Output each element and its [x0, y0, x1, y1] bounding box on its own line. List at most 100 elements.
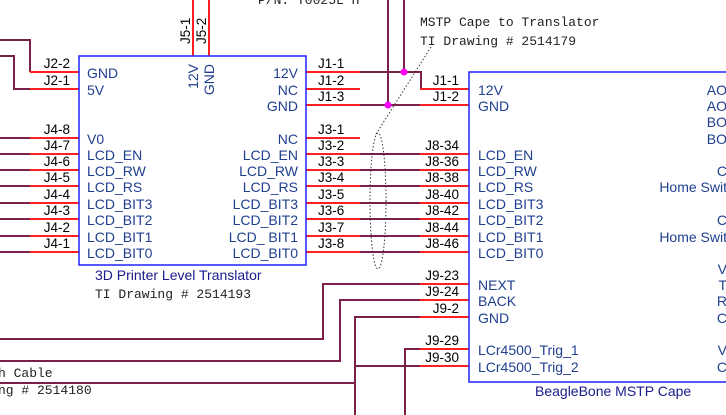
pin-name: 5V — [87, 82, 105, 98]
cape-right-pin-name: T — [718, 277, 726, 293]
pin-ref: J3-4 — [318, 170, 345, 185]
pin-ref: J1-2 — [433, 89, 459, 104]
pin-ref: J8-46 — [425, 236, 459, 251]
pin-name: LCD_EN — [243, 147, 298, 163]
cape-right-pin-name: BO — [707, 114, 726, 130]
pin-name: GND — [478, 98, 509, 114]
pin-ref: J3-2 — [318, 138, 344, 153]
pin-ref: J3-8 — [318, 236, 344, 251]
pin-ref: J4-7 — [44, 138, 70, 153]
pin-name: GND — [478, 310, 509, 326]
pin-name: NEXT — [478, 277, 516, 293]
pin-name: LCD_BIT0 — [233, 245, 299, 261]
pin-name: LCD_RW — [87, 163, 147, 179]
pin-ref: J4-2 — [44, 220, 70, 235]
pin-name: LCD_BIT3 — [233, 196, 299, 212]
cape-right-pin-name: V — [718, 261, 726, 277]
translator-drawing: TI Drawing # 2514193 — [95, 287, 251, 302]
cable-title: h Cable — [0, 366, 53, 381]
pin-name: LCD_EN — [87, 147, 142, 163]
pin-ref: J2-2 — [44, 56, 70, 71]
junction-dot — [400, 68, 408, 76]
pin-ref: J8-36 — [425, 154, 459, 169]
pin-ref: J1-3 — [318, 89, 344, 104]
cape-title: BeagleBone MSTP Cape — [535, 383, 691, 399]
pin-name: LCD_BIT0 — [87, 245, 153, 261]
pin-ref: J4-4 — [44, 187, 71, 202]
pin-name: GND — [201, 64, 217, 95]
pin-ref: J4-6 — [44, 154, 70, 169]
wire — [0, 299, 420, 362]
pin-ref: J1-2 — [318, 73, 344, 88]
pin-ref: J5-2 — [194, 18, 209, 44]
pin-ref: J3-3 — [318, 154, 344, 169]
pin-name: LCr4500_Trig_2 — [478, 359, 579, 375]
pin-name: LCD_BIT3 — [478, 196, 544, 212]
cape-right-pin-name: AO — [707, 82, 726, 98]
bus-group-marker — [369, 132, 387, 270]
pin-name: 12V — [185, 63, 201, 89]
pin-ref: J9-29 — [425, 333, 459, 348]
translator-box — [78, 55, 307, 266]
pin-name: LCD_EN — [478, 147, 533, 163]
pin-ref: J8-38 — [425, 170, 459, 185]
pin-ref: J3-5 — [318, 187, 344, 202]
cape-right-pin-name: C — [717, 310, 726, 326]
pin-name: LCD_RW — [478, 163, 538, 179]
cape-box — [468, 71, 726, 383]
pin-ref: J1-1 — [318, 56, 344, 71]
pin-name: GND — [87, 65, 118, 81]
pin-ref: J9-30 — [425, 350, 459, 365]
part-number-note: P/N: T0025L H — [258, 0, 359, 8]
wire — [0, 316, 420, 384]
wire — [0, 283, 420, 340]
pin-name: BACK — [478, 293, 517, 309]
pin-name: LCr4500_Trig_1 — [478, 342, 579, 358]
pin-name: LCD_BIT2 — [478, 212, 544, 228]
mstp-cable-drawing: TI Drawing # 2514179 — [420, 34, 576, 49]
pin-name: NC — [278, 82, 298, 98]
pin-name: LCD_BIT1 — [87, 229, 153, 245]
pin-ref: J4-3 — [44, 203, 70, 218]
pin-name: LCD_RS — [243, 179, 298, 195]
pin-name: LCD_RS — [478, 179, 533, 195]
wire — [0, 55, 30, 90]
pin-name: LCD_BIT2 — [233, 212, 299, 228]
pin-ref: J2-1 — [44, 73, 70, 88]
pin-name: LCD_BIT3 — [87, 196, 153, 212]
pin-name: LCD_RS — [87, 179, 142, 195]
pin-ref: J9-23 — [425, 268, 459, 283]
pin-name: GND — [267, 98, 298, 114]
pin-name: LCD_BIT2 — [87, 212, 153, 228]
pin-name: V0 — [87, 131, 104, 147]
translator-title: 3D Printer Level Translator — [95, 267, 262, 283]
wire — [360, 71, 422, 89]
pin-name: LCD_RW — [239, 163, 299, 179]
pin-ref: J8-42 — [425, 203, 459, 218]
pin-ref: J8-34 — [425, 138, 459, 153]
junction-dot — [384, 101, 392, 109]
pin-ref: J9-2 — [433, 301, 459, 316]
wire — [354, 365, 420, 415]
pin-name: 12V — [273, 65, 299, 81]
cape-right-pin-name: Home Swit — [659, 229, 726, 245]
cape-right-pin-name: C — [717, 359, 726, 375]
pin-ref: J8-40 — [425, 187, 459, 202]
pin-ref: J3-7 — [318, 220, 344, 235]
pin-name: LCD_ BIT1 — [229, 229, 298, 245]
cable-drawing: ng # 2514180 — [0, 383, 92, 398]
pin-ref: J4-1 — [44, 236, 70, 251]
wire — [404, 348, 420, 415]
pin-ref: J1-1 — [433, 73, 459, 88]
pin-name: 12V — [478, 82, 504, 98]
mstp-cable-title: MSTP Cape to Translator — [420, 15, 599, 30]
cape-right-pin-name: V — [718, 342, 726, 358]
pin-ref: J8-44 — [425, 220, 459, 235]
pin-ref: J4-5 — [44, 170, 70, 185]
pin-ref: J4-8 — [44, 122, 70, 137]
cape-right-pin-name: BO — [707, 131, 726, 147]
pin-ref: J3-6 — [318, 203, 344, 218]
wires — [0, 0, 422, 415]
